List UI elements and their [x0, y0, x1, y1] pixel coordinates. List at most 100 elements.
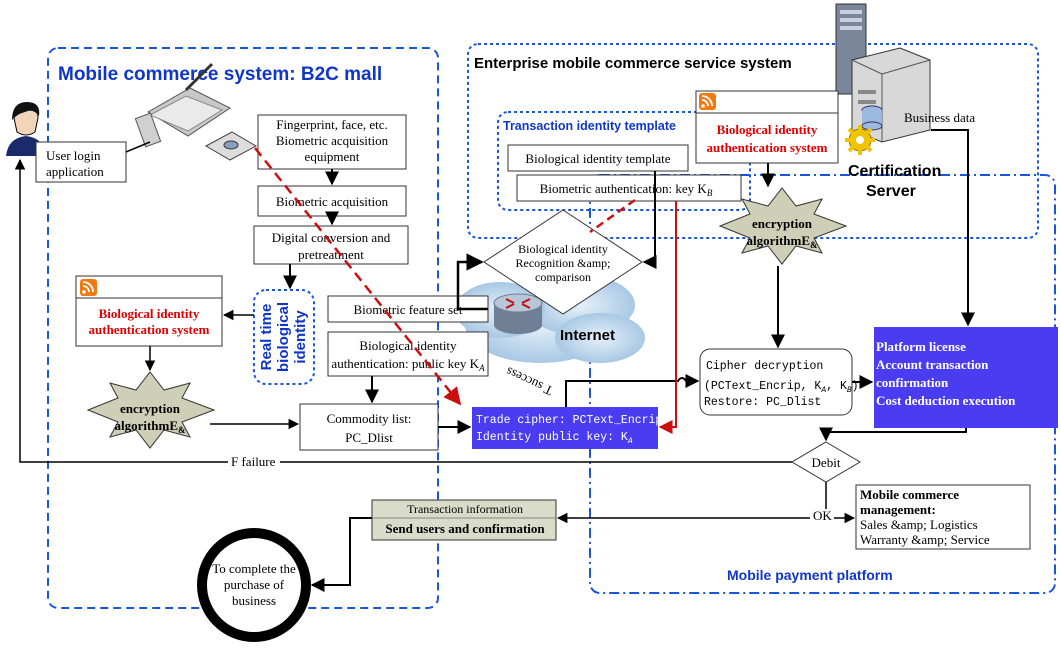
cipher-decryption-line1: Cipher decryption — [706, 360, 823, 373]
ok-label: OK — [813, 508, 832, 523]
left-encryption-star — [86, 371, 216, 449]
digital-conversion-line2: pretreatment — [298, 247, 364, 262]
recognition-diamond — [483, 209, 643, 315]
edge-cipher-decrypt — [565, 374, 700, 407]
acquisition-equipment-line2: Biometric acquisition — [276, 133, 389, 148]
acquisition-equipment-box — [257, 114, 407, 170]
edge-red-key-cipher — [658, 201, 677, 434]
debit-label: Debit — [812, 455, 841, 470]
payment-platform-region — [589, 174, 1056, 594]
transaction-info-line1: Transaction information — [407, 502, 523, 516]
rss-icon-right — [699, 93, 716, 110]
platform-license-line3: confirmation — [876, 375, 949, 390]
svg-text:(PCText_Encrip, KA, KB): (PCText_Encrip, KA, KB) — [704, 380, 859, 395]
platform-license-line1: Platform license — [876, 339, 966, 354]
biometric-key-box — [516, 174, 742, 202]
svg-text:algorithmE&: algorithmE& — [746, 233, 818, 250]
left-auth-system-line1: Biological identity — [99, 306, 200, 321]
management-line4: Warranty &amp; Service — [860, 532, 990, 547]
complete-purchase-ring — [197, 528, 311, 642]
enterprise-title: Enterprise mobile commerce service syste… — [474, 55, 792, 72]
real-time-identity-line3: identity — [292, 310, 309, 364]
recognition-line3: comparison — [535, 270, 591, 284]
biometric-key-sub: B — [707, 188, 713, 198]
platform-license-box — [874, 327, 1058, 428]
right-auth-system-box — [695, 90, 839, 164]
edge-server-platform — [931, 129, 975, 327]
left-auth-system-line2: authentication system — [89, 322, 210, 337]
edge-platform-debit — [819, 427, 967, 442]
recognition-line1: Biological identity — [518, 242, 608, 256]
acquisition-equipment-line1: Fingerprint, face, etc. — [276, 117, 388, 132]
biometric-acquisition-label: Biometric acquisition — [276, 194, 389, 209]
complete-purchase-line1: To complete the — [212, 561, 296, 576]
acquisition-equipment-line3: equipment — [305, 149, 360, 164]
public-key-auth-line2: authentication: public key K — [331, 356, 479, 371]
svg-text:authentication: public key KA: authentication: public key KA — [331, 356, 485, 373]
right-encryption-star — [718, 187, 848, 265]
edge-failure — [14, 158, 792, 463]
right-auth-system-line2: authentication system — [707, 140, 828, 155]
complete-purchase-line3: business — [232, 593, 276, 608]
rss-icon-left — [80, 279, 97, 296]
user-login-box — [35, 141, 127, 183]
complete-purchase-line2: purchase of — [224, 577, 285, 592]
b2c-region — [47, 47, 439, 609]
management-box — [855, 484, 1031, 550]
left-encryption-line2: algorithmE — [114, 418, 178, 433]
biometric-key-label: Biometric authentication: key K — [540, 181, 708, 196]
commodity-list-box — [299, 403, 439, 451]
edge-red-template-recog — [589, 198, 636, 234]
trade-cipher-line1: Trade cipher: PCText_Encrip — [476, 414, 662, 427]
digital-conversion-box — [253, 225, 409, 265]
transaction-info-line2: Send users and confirmation — [385, 521, 545, 536]
biometric-acquisition-box — [257, 185, 407, 217]
management-line3: Sales &amp; Logistics — [860, 517, 978, 532]
cipher-decryption-line3: Restore: PC_Dlist — [704, 396, 821, 409]
success-label: T success — [503, 364, 555, 399]
scanner-icon — [204, 131, 258, 161]
feature-set-label: Biometric feature set — [353, 302, 462, 317]
gear-icon — [845, 125, 875, 155]
edge-template-recog — [642, 171, 657, 269]
platform-license-line2: Account transaction — [876, 357, 989, 372]
edge-user-login — [125, 141, 151, 153]
template-box — [507, 144, 689, 172]
payment-platform-title: Mobile payment platform — [727, 567, 893, 583]
user-login-line2: application — [46, 164, 104, 179]
edge-red-scanner-cipher — [254, 147, 462, 406]
user-login-line1: User login — [46, 148, 101, 163]
left-encryption-line1: encryption — [120, 401, 181, 416]
management-line2: management: — [860, 502, 936, 517]
svg-text:algorithmE&: algorithmE& — [114, 418, 186, 435]
svg-text:Biometric authentication: key: Biometric authentication: key KB — [540, 181, 713, 198]
right-auth-system-line1: Biological identity — [717, 122, 818, 137]
failure-label: F failure — [231, 454, 276, 469]
router-icon — [493, 293, 543, 334]
public-key-auth-line1: Biological identity — [359, 338, 457, 353]
svg-text:Identity public key: KA: Identity public key: KA — [476, 431, 633, 446]
edge-transinfo-complete — [310, 517, 372, 592]
real-time-identity-line1: Real time — [258, 304, 275, 371]
management-line1: Mobile commerce — [860, 487, 959, 502]
edge-feature-recog — [456, 253, 488, 311]
trade-cipher-box — [472, 407, 658, 449]
right-encryption-line2: algorithmE — [746, 233, 810, 248]
real-time-identity-line2: biological — [275, 302, 292, 372]
tablet-icon — [134, 62, 231, 148]
real-time-identity-box — [253, 289, 315, 385]
b2c-title: Mobile commerce system: B2C mall — [58, 64, 382, 85]
trade-cipher-line2: Identity public key: K — [476, 431, 628, 444]
transaction-template-title: Transaction identity template — [503, 119, 676, 133]
recognition-line2: Recognition &amp; — [516, 256, 611, 270]
certification-line2: Server — [866, 183, 916, 200]
svg-text:application: application — [46, 164, 104, 179]
left-auth-system-box — [75, 275, 223, 347]
user-icon — [6, 102, 46, 156]
internet-label: Internet — [560, 327, 615, 344]
business-data-label: Business data — [904, 110, 975, 125]
commodity-list-line2: PC_Dlist — [345, 430, 393, 445]
svg-text:User login: User login — [46, 148, 101, 163]
transaction-info-box — [371, 499, 557, 541]
